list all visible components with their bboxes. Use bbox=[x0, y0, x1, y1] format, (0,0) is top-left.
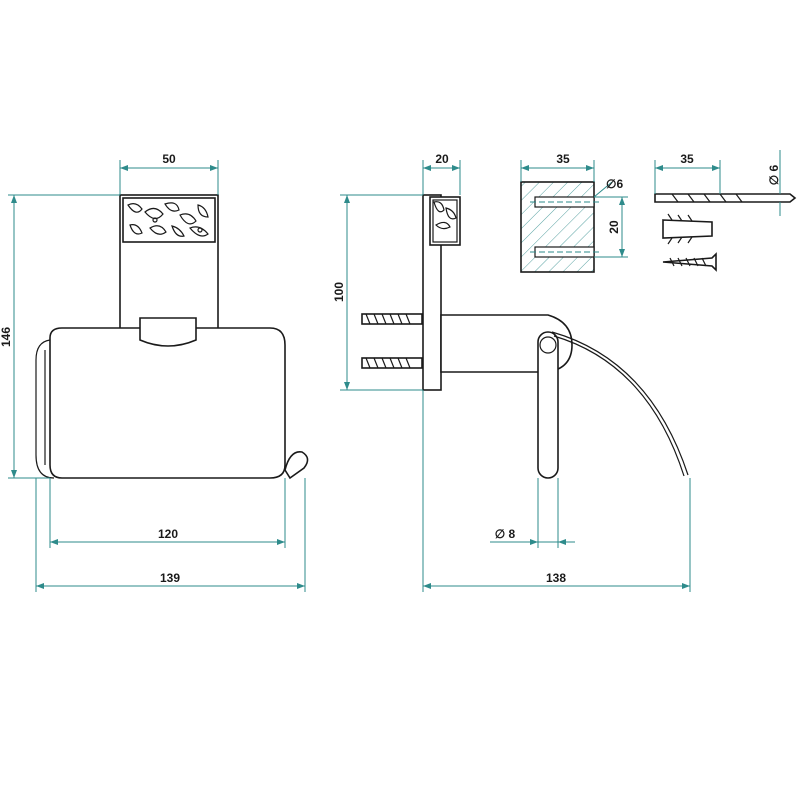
dim-block-height: 20 bbox=[607, 220, 621, 234]
side-screw-bottom bbox=[361, 357, 423, 369]
cover bbox=[49, 327, 286, 479]
cover-right-tab bbox=[284, 451, 309, 480]
dim-drill-length: 35 bbox=[680, 152, 694, 166]
dim-total-height: 146 bbox=[0, 327, 13, 347]
drill-block-detail bbox=[520, 181, 600, 273]
front-view bbox=[35, 194, 309, 480]
front-dimensions: 50 146 120 139 bbox=[0, 152, 306, 592]
side-screw-top bbox=[361, 313, 423, 325]
dim-block-width: 35 bbox=[556, 152, 570, 166]
drill-dimensions: 35 ∅ 6 bbox=[654, 150, 781, 216]
side-view bbox=[361, 194, 689, 479]
dim-total-width: 139 bbox=[160, 571, 180, 585]
side-pin bbox=[537, 331, 559, 479]
dim-roll-width: 120 bbox=[158, 527, 178, 541]
dim-side-height: 100 bbox=[332, 282, 346, 302]
dim-drill-diameter: ∅ 6 bbox=[767, 164, 781, 185]
screw-icon bbox=[662, 252, 717, 272]
dim-top-width: 50 bbox=[162, 152, 176, 166]
drill-block-dimensions: 35 ∅6 20 bbox=[520, 152, 628, 258]
dim-side-total: 138 bbox=[546, 571, 566, 585]
hinge-block bbox=[139, 317, 197, 347]
drill-block bbox=[520, 181, 595, 273]
side-dimensions: 20 100 ∅ 8 138 bbox=[332, 152, 691, 592]
dim-hole-diameter: ∅6 bbox=[606, 177, 623, 191]
leaf-pattern-icon bbox=[127, 202, 209, 237]
dim-pin-diameter: ∅ 8 bbox=[495, 527, 516, 541]
drill-bit-icon bbox=[654, 193, 797, 203]
cover-left-curl bbox=[35, 339, 55, 479]
dim-side-depth: 20 bbox=[435, 152, 449, 166]
side-inlay-icon bbox=[432, 199, 458, 243]
side-cover-wire bbox=[551, 331, 689, 476]
wall-plug-icon bbox=[662, 213, 713, 245]
